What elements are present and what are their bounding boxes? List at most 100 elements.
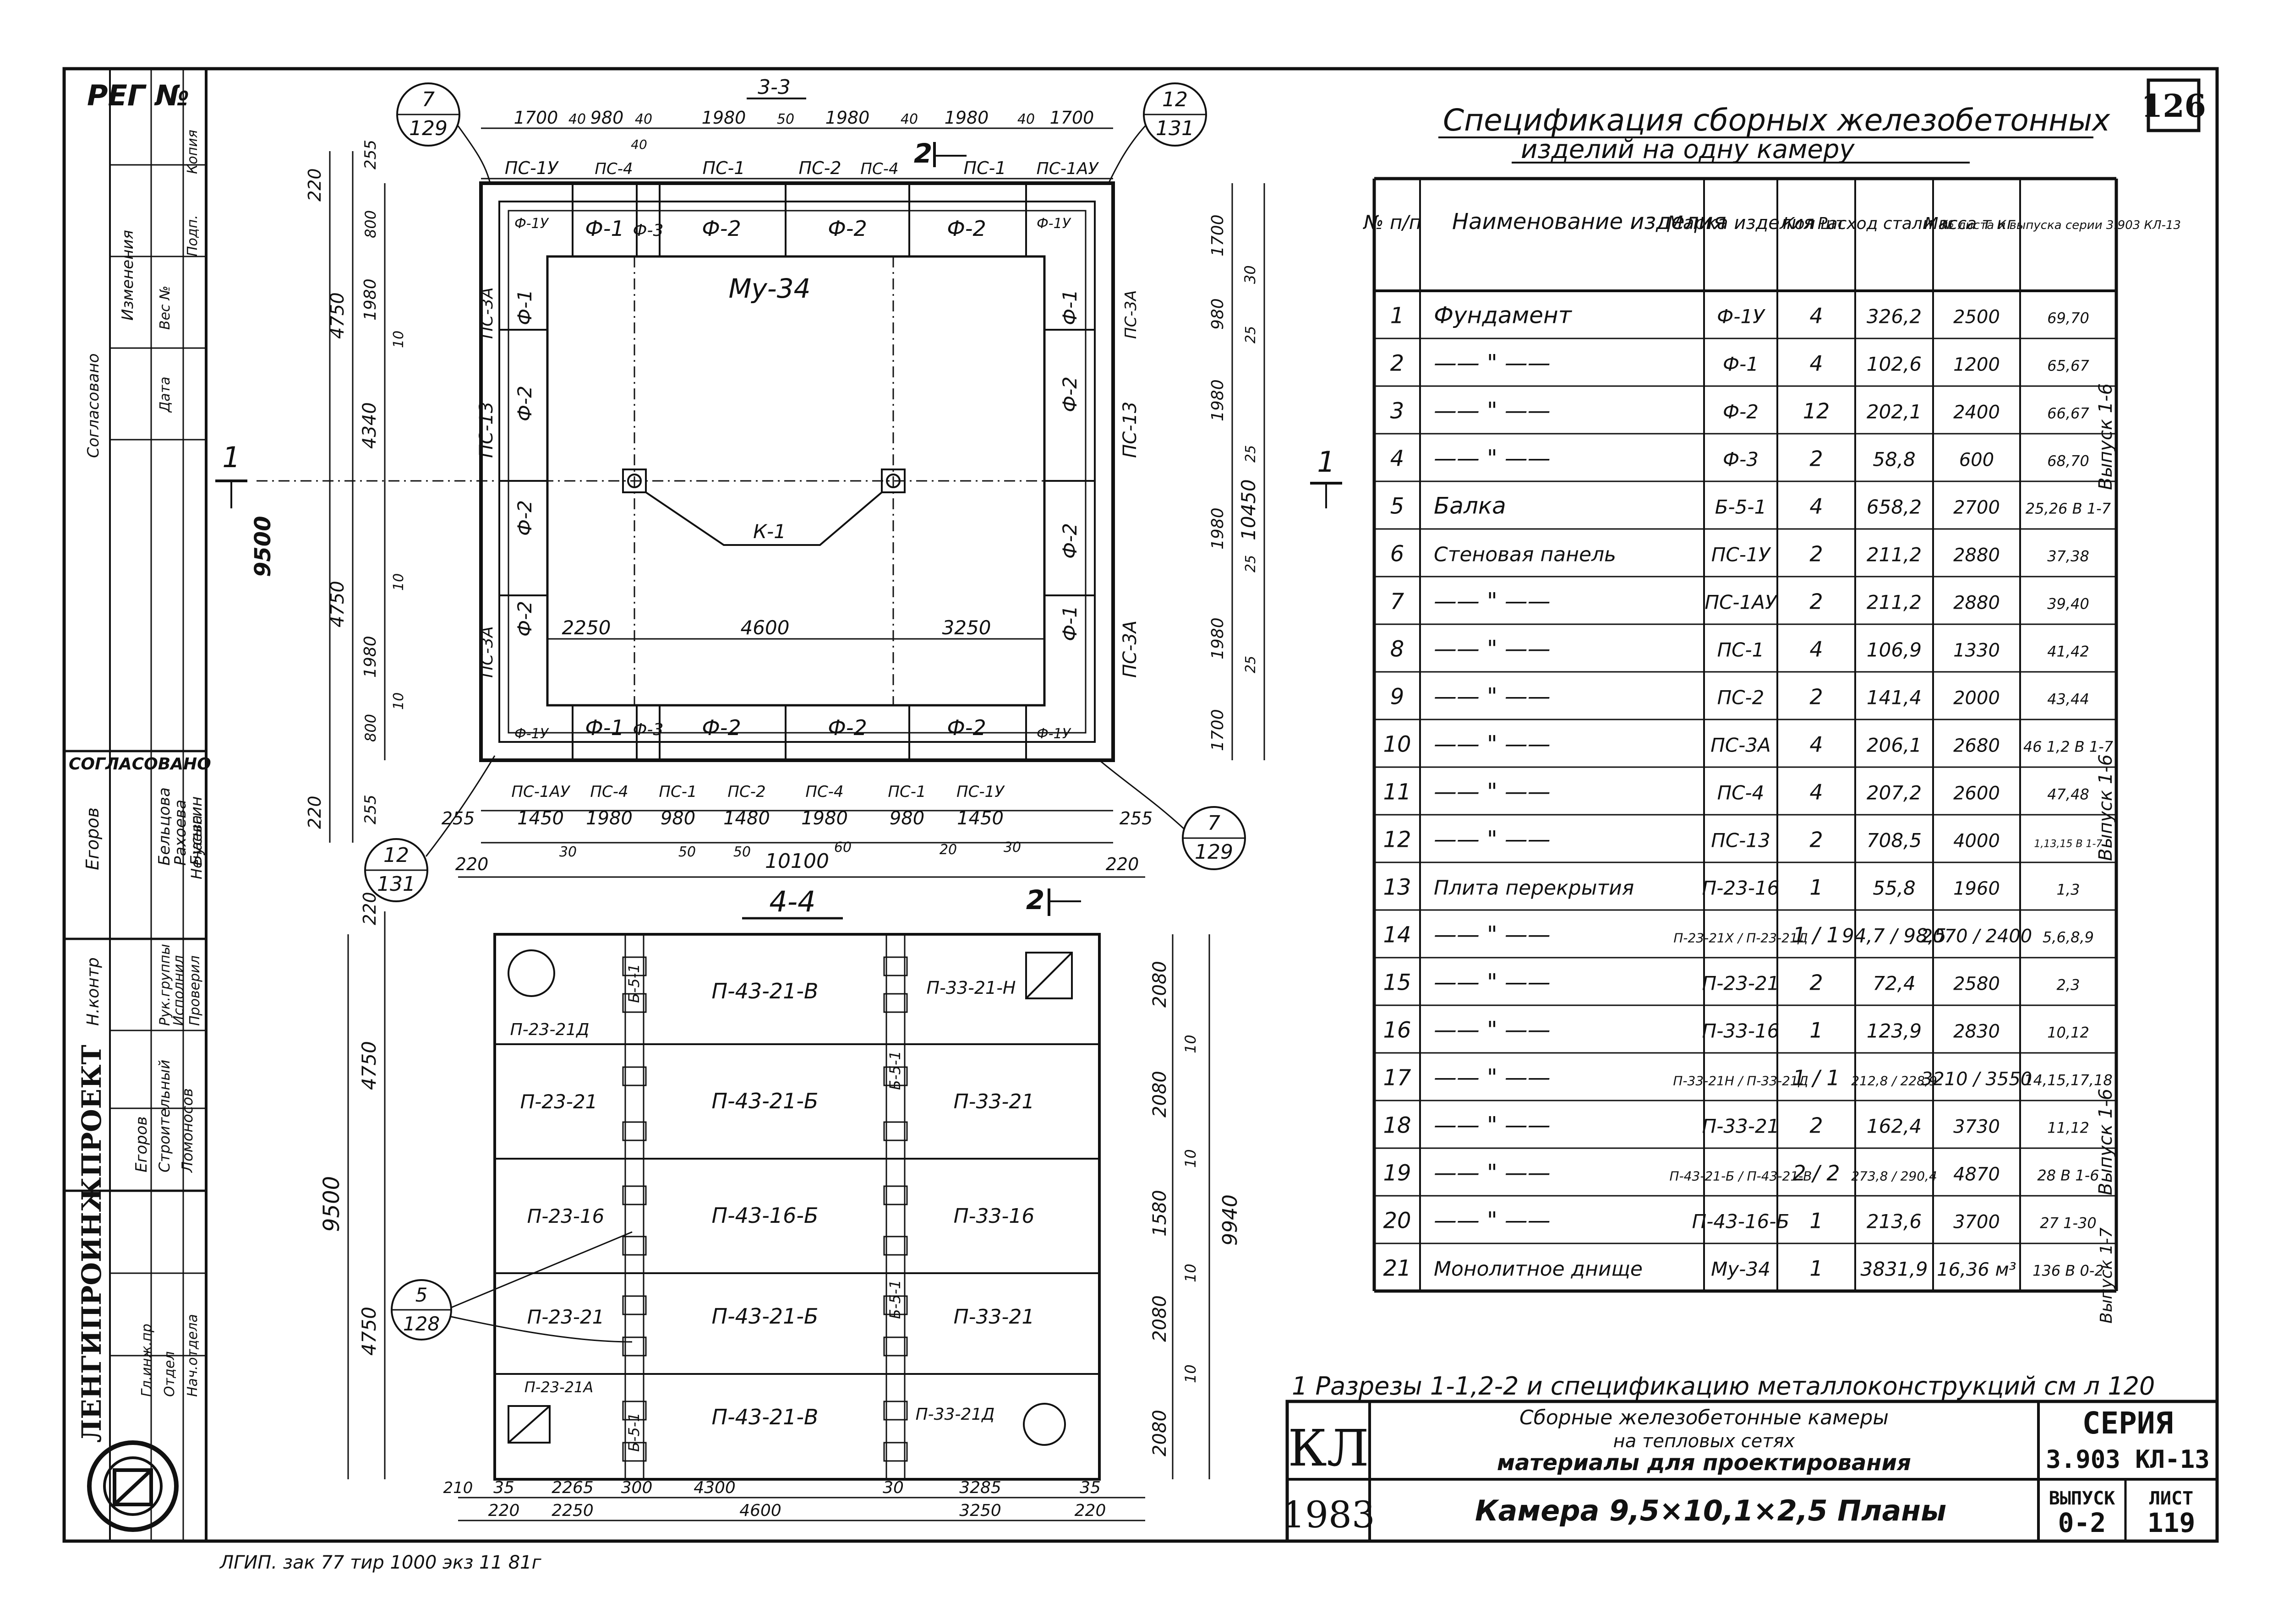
tb-camera: Камера 9,5×10,1×2,5 Планы — [1475, 1494, 1946, 1527]
top-panel-1: ПС-1У — [505, 158, 559, 178]
cut-label-left: 1 — [222, 441, 240, 474]
spec-header-mark: Марка изделия — [1667, 213, 1814, 234]
spec-header-qty: Кол шт — [1783, 214, 1846, 233]
left-dim-255-top: 255 — [361, 140, 380, 169]
spec-cell-qty: 4 — [1809, 780, 1823, 805]
bp-bot1-1: 35 — [493, 1478, 514, 1497]
spec-cell-name: —— " —— — [1434, 1017, 1551, 1043]
spec-cell-n: 7 — [1390, 589, 1404, 615]
spec-cell-mark: П-43-16-Б — [1692, 1210, 1790, 1233]
bp-left-dim-4750-top: 4750 — [358, 1041, 380, 1090]
bp-bot2-4: 3250 — [959, 1501, 1001, 1520]
hatch-circle-top — [508, 949, 555, 997]
bot-panel-dim-3: 980 — [661, 808, 695, 829]
spec-cell-steel: 212,8 / 228,9 — [1851, 1074, 1937, 1089]
spec-cell-mark: П-23-21 — [1702, 972, 1780, 995]
top-dim-9: 1980 — [945, 108, 989, 128]
bp-left-dim-220: 220 — [360, 892, 380, 925]
spec-cell-sheet: 69,70 — [2047, 310, 2089, 327]
bot-panel-dim-4: 1480 — [723, 808, 770, 829]
spec-cell-n: 5 — [1390, 494, 1404, 519]
spec-cell-mass: 3210 / 3550 — [1921, 1069, 2032, 1090]
tb-sheet-label: ЛИСТ — [2149, 1488, 2193, 1509]
spec-header-mass: Масса т кг — [1924, 214, 2016, 233]
spec-header-num: № п/п — [1363, 211, 1421, 234]
spec-cell-mark: Му-34 — [1711, 1258, 1770, 1281]
spec-cell-qty: 4 — [1809, 637, 1823, 662]
spec-cell-mark: П-23-21Х / П-23-21Д — [1673, 931, 1808, 946]
spec-cell-name: —— " —— — [1434, 826, 1551, 853]
spec-group-3: Выпуск 1-6 — [2095, 1089, 2116, 1195]
top-dim-3: 980 — [590, 108, 624, 128]
cut-label-top: 2 — [914, 138, 932, 169]
side-panel-dividers — [499, 329, 1095, 596]
spec-cell-mass: 2580 — [1953, 974, 2000, 995]
plan-bottom-cut-label: 2 — [1026, 884, 1044, 916]
bp-right-dim-8: 10 — [1182, 1364, 1199, 1383]
org-logo — [87, 1440, 179, 1532]
panel-left-3: ПС-3А — [478, 626, 497, 678]
spec-cell-qty: 12 — [1803, 399, 1830, 424]
plan-bottom-section-label: 4-4 — [769, 885, 815, 918]
spec-cell-steel: 211,2 — [1867, 544, 1922, 566]
bp-right-dim-3: 2080 — [1149, 1071, 1170, 1117]
spec-grid — [1372, 177, 2118, 1293]
right-dim-5: 1980 — [1208, 379, 1227, 421]
spec-cell-steel: 207,2 — [1867, 782, 1922, 804]
spec-cell-qty: 1 — [1809, 1256, 1823, 1281]
left-stamp: РЕГ № Согласовано Изменения Дата Вес № П… — [63, 67, 211, 1542]
found-bot-1: Ф-1У — [514, 726, 549, 742]
found-bot-5: Ф-2 — [828, 715, 867, 740]
bot-panel-3: ПС-1 — [659, 783, 697, 801]
spec-cell-sheet: 27 1-30 — [2040, 1215, 2097, 1232]
hatch-top-right — [1025, 952, 1073, 999]
hatch-bottom-left — [508, 1405, 551, 1444]
spec-cell-steel: 72,4 — [1873, 972, 1916, 995]
spec-cell-name: —— " —— — [1434, 969, 1551, 996]
bp-bot1-4: 4300 — [694, 1478, 736, 1497]
spec-cell-n: 12 — [1383, 827, 1411, 853]
spec-cell-qty: 4 — [1809, 304, 1823, 328]
spec-cell-mark: ПС-1 — [1717, 639, 1765, 661]
spec-cell-qty: 1 — [1809, 875, 1823, 900]
right-dim-6: 25 — [1243, 445, 1259, 463]
left-dim-220-bot: 220 — [305, 796, 325, 829]
slab-right-5: П-33-21Д — [916, 1405, 995, 1424]
spec-cell-mark: Ф-3 — [1723, 448, 1759, 471]
ref-top-right-num: 12 — [1162, 88, 1188, 111]
found-bot-6: Ф-2 — [947, 715, 986, 740]
bot-panel-7: ПС-1У — [956, 783, 1005, 801]
bot-dim-1: 255 — [442, 808, 475, 828]
left-dim-1980-top: 1980 — [361, 278, 380, 321]
panel-right-2: ПС-13 — [1120, 402, 1141, 458]
bot-panel-5: ПС-4 — [805, 783, 843, 801]
spec-cell-mark: Ф-1У — [1717, 305, 1765, 328]
spec-cell-n: 8 — [1390, 637, 1404, 662]
slab-left-2: П-23-21 — [520, 1090, 598, 1113]
found-left-2: Ф-2 — [514, 386, 536, 421]
slab-right-1: П-33-21-Н — [927, 978, 1016, 998]
bot-panel-dim-6: 980 — [890, 808, 924, 829]
spec-cell-n: 18 — [1383, 1113, 1411, 1139]
top-panel-row — [572, 183, 1027, 256]
bot-panel-dim-7: 1450 — [957, 808, 1004, 829]
spec-cell-mark: ПС-13 — [1711, 829, 1770, 852]
spec-cell-n: 16 — [1383, 1018, 1411, 1043]
tb-desc-2: на тепловых сетях — [1613, 1431, 1795, 1452]
bot-dim-4: 50 — [733, 844, 751, 860]
found-top-1: Ф-1У — [514, 216, 549, 232]
spec-cell-steel: 3831,9 — [1861, 1258, 1928, 1281]
spec-cell-n: 21 — [1383, 1256, 1411, 1281]
stamp-name-1: Бельцова — [155, 787, 174, 866]
beam-label-1: Б-5-1 — [625, 964, 643, 1003]
left-dim-4750-bot: 4750 — [327, 581, 348, 627]
slab-right-3: П-33-16 — [954, 1204, 1035, 1228]
spec-cell-name: —— " —— — [1434, 636, 1551, 662]
spec-cell-name: —— " —— — [1434, 588, 1551, 615]
